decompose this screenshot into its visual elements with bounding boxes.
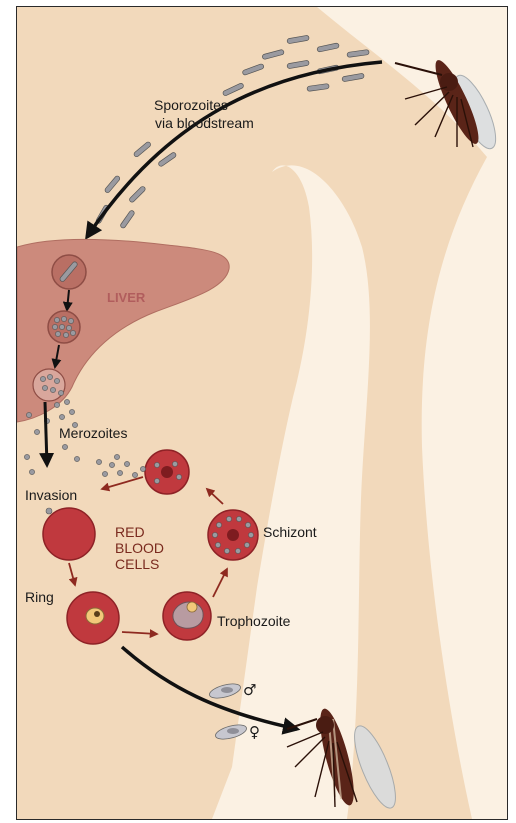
liver-cell-bursting xyxy=(33,369,65,401)
label-invasion: Invasion xyxy=(25,487,77,503)
label-merozoites: Merozoites xyxy=(59,425,127,441)
schizont-hemozoin xyxy=(227,529,239,541)
trophozoite-vacuole xyxy=(187,602,197,612)
label-via-bloodstream: via bloodstream xyxy=(155,115,254,131)
ring-nucleus xyxy=(94,611,100,617)
label-red: RED xyxy=(115,524,164,540)
merozoite-arrow xyxy=(45,402,47,465)
merozoite-attaching xyxy=(46,508,52,514)
label-red-blood-cells: RED BLOOD CELLS xyxy=(115,524,164,572)
label-schizont: Schizont xyxy=(263,524,317,540)
male-symbol: ♂ xyxy=(243,681,256,699)
female-symbol: ♀ xyxy=(249,723,260,741)
malaria-life-cycle-diagram: Sporozoites via bloodstream LIVER Merozo… xyxy=(16,6,508,820)
label-ring: Ring xyxy=(25,589,54,605)
hemozoin-burst xyxy=(161,466,173,478)
label-cells: CELLS xyxy=(115,556,164,572)
label-trophozoite: Trophozoite xyxy=(217,613,290,629)
label-liver: LIVER xyxy=(107,290,145,305)
label-sporozoites: Sporozoites xyxy=(154,97,228,113)
label-blood: BLOOD xyxy=(115,540,164,556)
rbc-uninfected xyxy=(43,508,95,560)
diagram-canvas xyxy=(17,7,507,819)
